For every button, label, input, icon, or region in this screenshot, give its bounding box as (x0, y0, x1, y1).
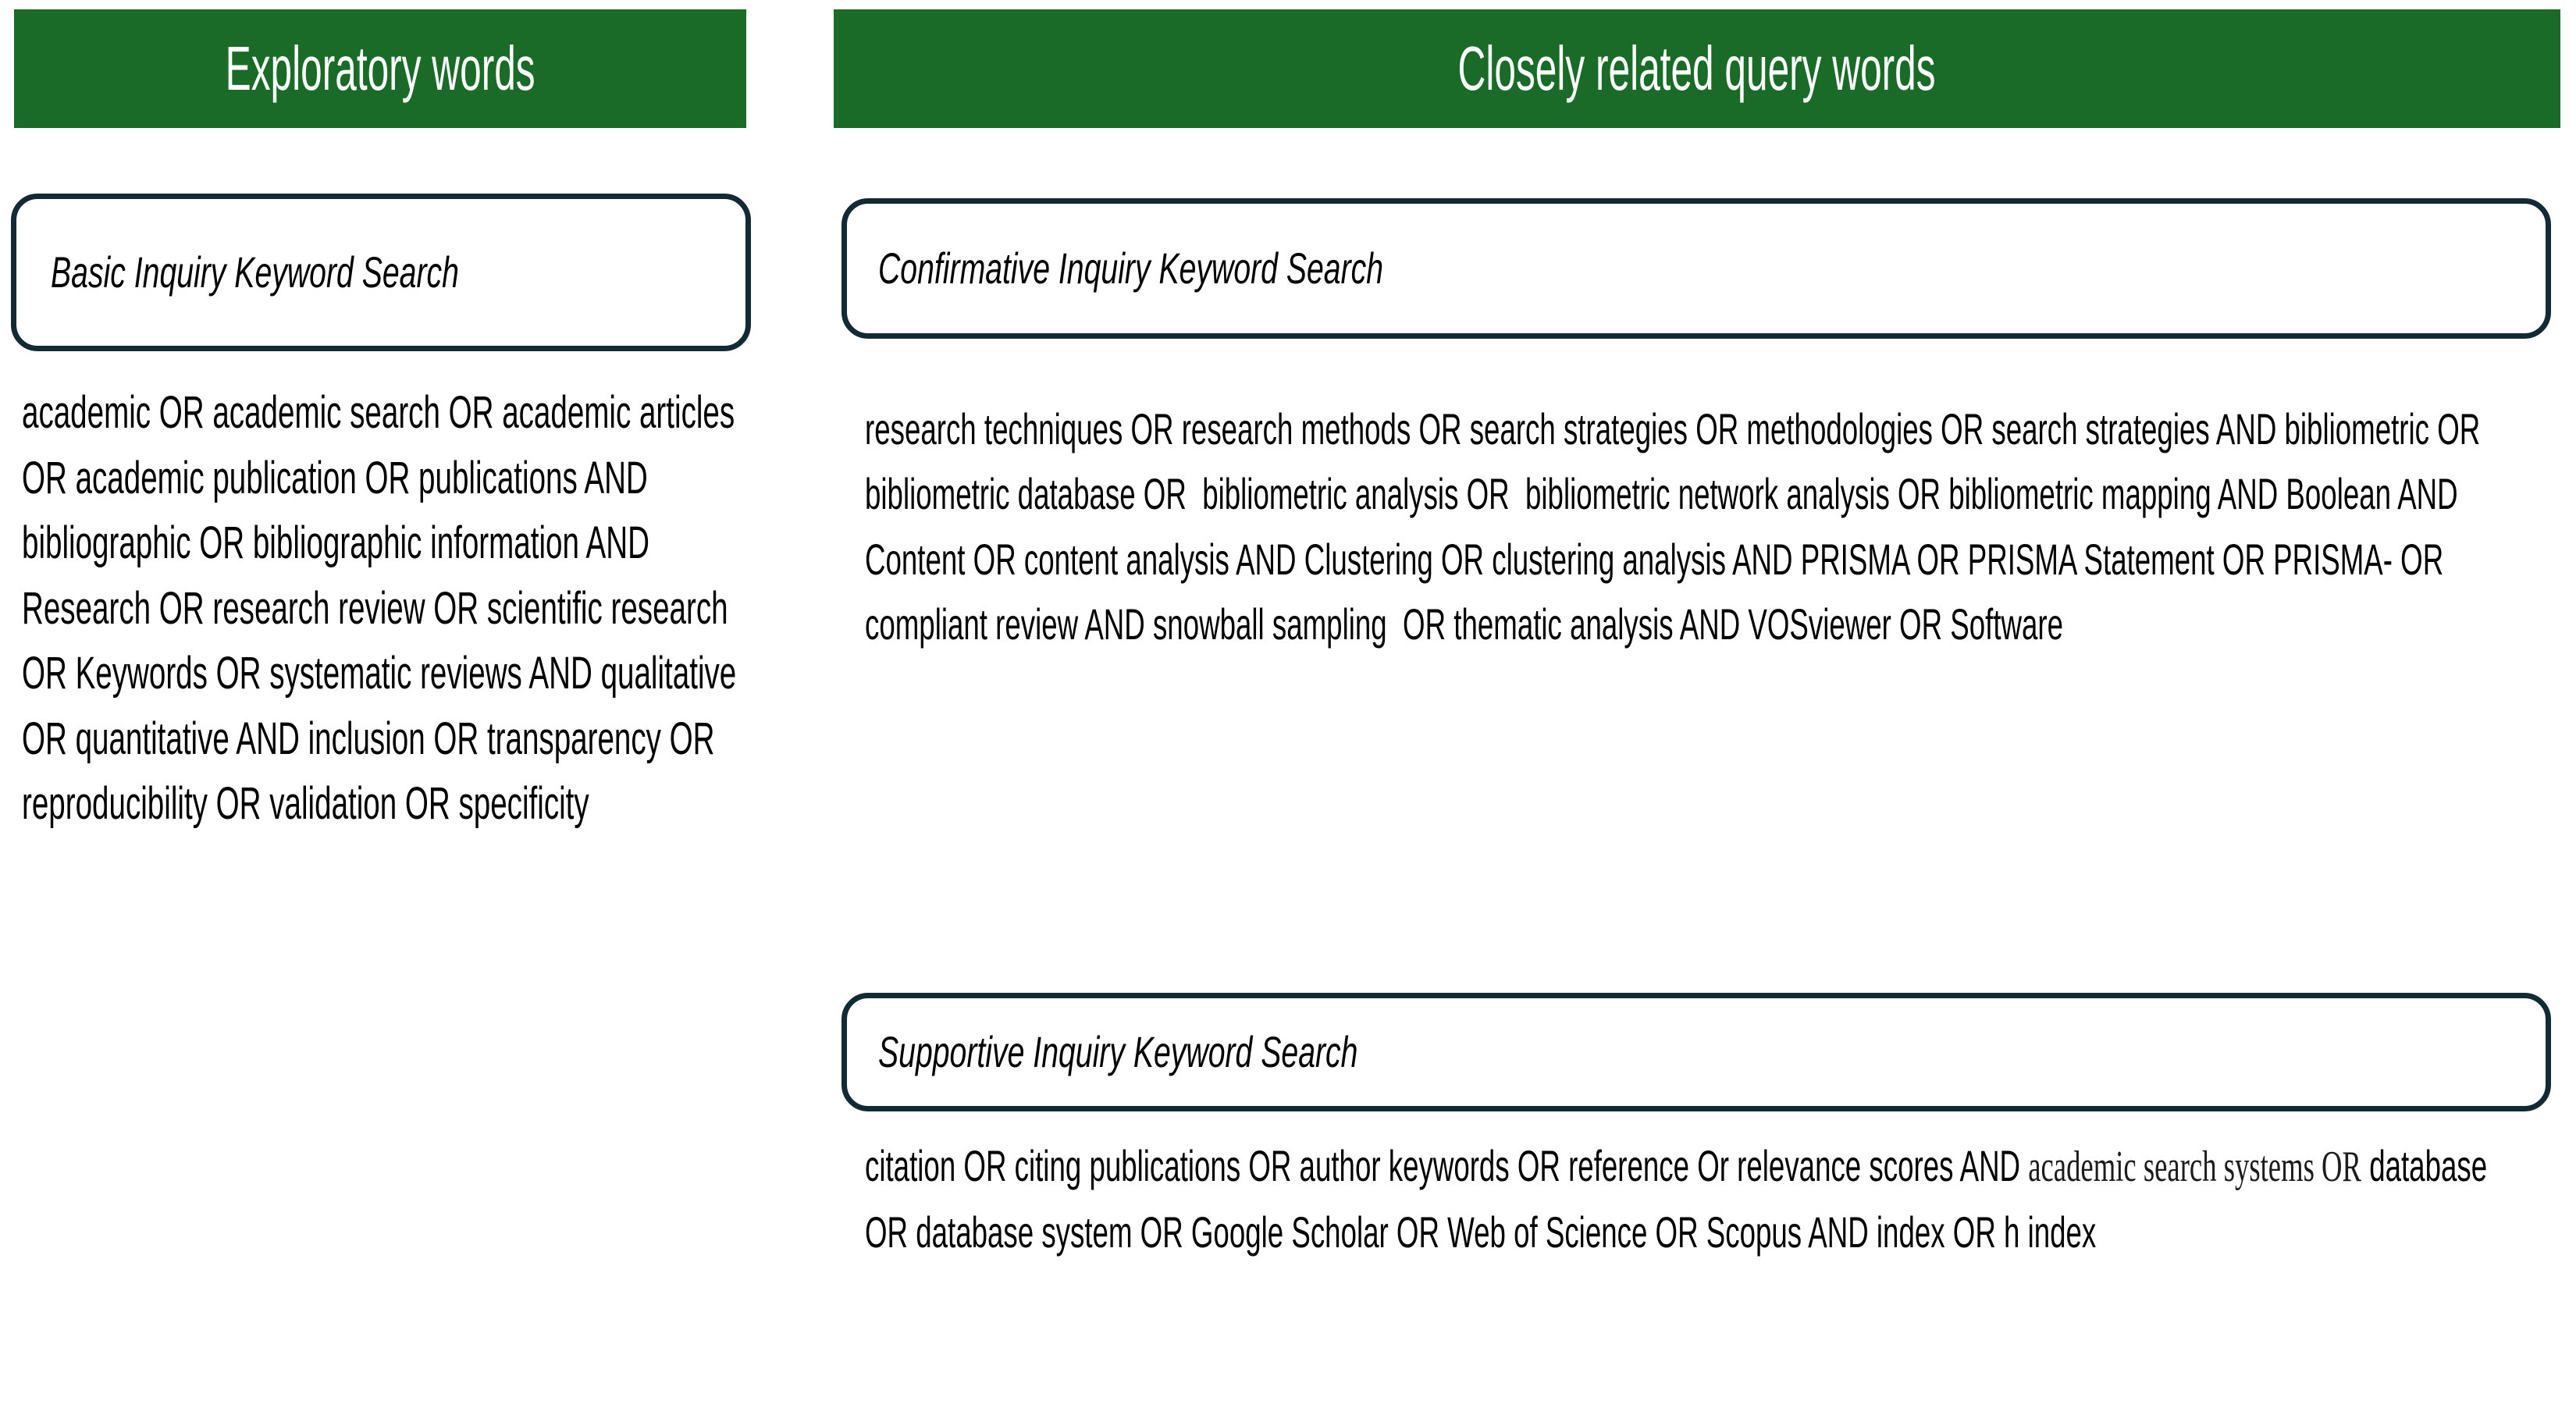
supportive-text-segment-1: citation OR citing publications OR autho… (865, 1141, 2029, 1190)
supportive-text-emphasis: academic search systems OR (2028, 1143, 2362, 1191)
label-basic-inquiry-keyword-search: Basic Inquiry Keyword Search (51, 247, 459, 297)
body-text-exploratory-words: academic OR academic search OR academic … (22, 387, 745, 830)
body-text-supportive-inquiry: citation OR citing publications OR autho… (865, 1133, 2491, 1265)
label-box-confirmative-inquiry-keyword-search: Confirmative Inquiry Keyword Search (841, 198, 2551, 339)
header-label-closely-related-query-words: Closely related query words (1457, 34, 1936, 103)
supportive-text-segment-2: database OR database system OR Google Sc… (865, 1141, 2496, 1257)
label-confirmative-inquiry-keyword-search: Confirmative Inquiry Keyword Search (878, 244, 1384, 293)
header-band-exploratory-words: Exploratory words (14, 9, 746, 128)
label-box-supportive-inquiry-keyword-search: Supportive Inquiry Keyword Search (841, 993, 2551, 1111)
label-box-basic-inquiry-keyword-search: Basic Inquiry Keyword Search (11, 194, 751, 351)
header-band-closely-related-query-words: Closely related query words (834, 9, 2560, 128)
header-label-exploratory-words: Exploratory words (225, 34, 535, 103)
body-text-confirmative-inquiry: research techniques OR research methods … (865, 404, 2489, 649)
label-supportive-inquiry-keyword-search: Supportive Inquiry Keyword Search (878, 1027, 1358, 1077)
